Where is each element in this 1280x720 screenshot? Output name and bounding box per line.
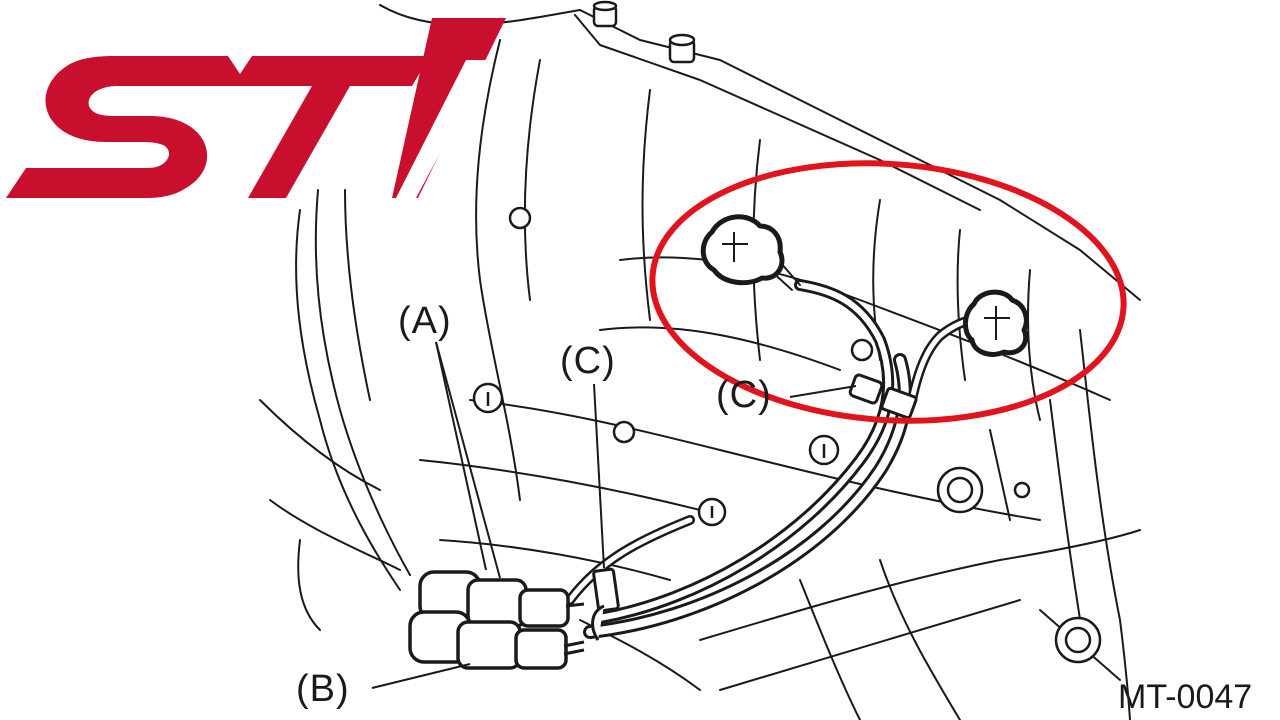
callout-label-c-lower: (C) (560, 340, 616, 382)
bolt-top-2 (668, 33, 696, 64)
connector-b (408, 610, 585, 670)
highlight-ellipse (649, 160, 1127, 424)
bolt-side-1 (508, 206, 532, 230)
sensor-connector-left (700, 214, 785, 286)
bolt-right-2 (1054, 616, 1102, 664)
bolt-mid-2 (612, 420, 636, 444)
connector-a (418, 570, 585, 628)
bolt-mid-4 (850, 338, 874, 362)
transmission-casing (259, 4, 1141, 720)
sti-logo-icon (6, 18, 506, 198)
bolt-low-1 (697, 497, 727, 527)
harness-clip-lower (591, 567, 620, 641)
bolt-top-1 (592, 0, 618, 28)
harness-clip-upper (848, 373, 918, 420)
sensor-connector-right (963, 289, 1029, 357)
callout-label-c-upper: (C) (716, 374, 772, 416)
callout-label-a: (A) (398, 300, 452, 342)
bolt-mid-1 (472, 382, 504, 414)
callout-leader-lines (371, 341, 857, 689)
bolt-mid-3 (808, 434, 840, 466)
casing-bolts (472, 0, 1102, 664)
figure-code: MT-0047 (1118, 678, 1253, 716)
bolt-side-2 (1013, 481, 1031, 499)
wiring-harness (565, 261, 985, 639)
callout-label-b: (B) (296, 668, 350, 710)
bolt-right-1 (936, 466, 984, 514)
